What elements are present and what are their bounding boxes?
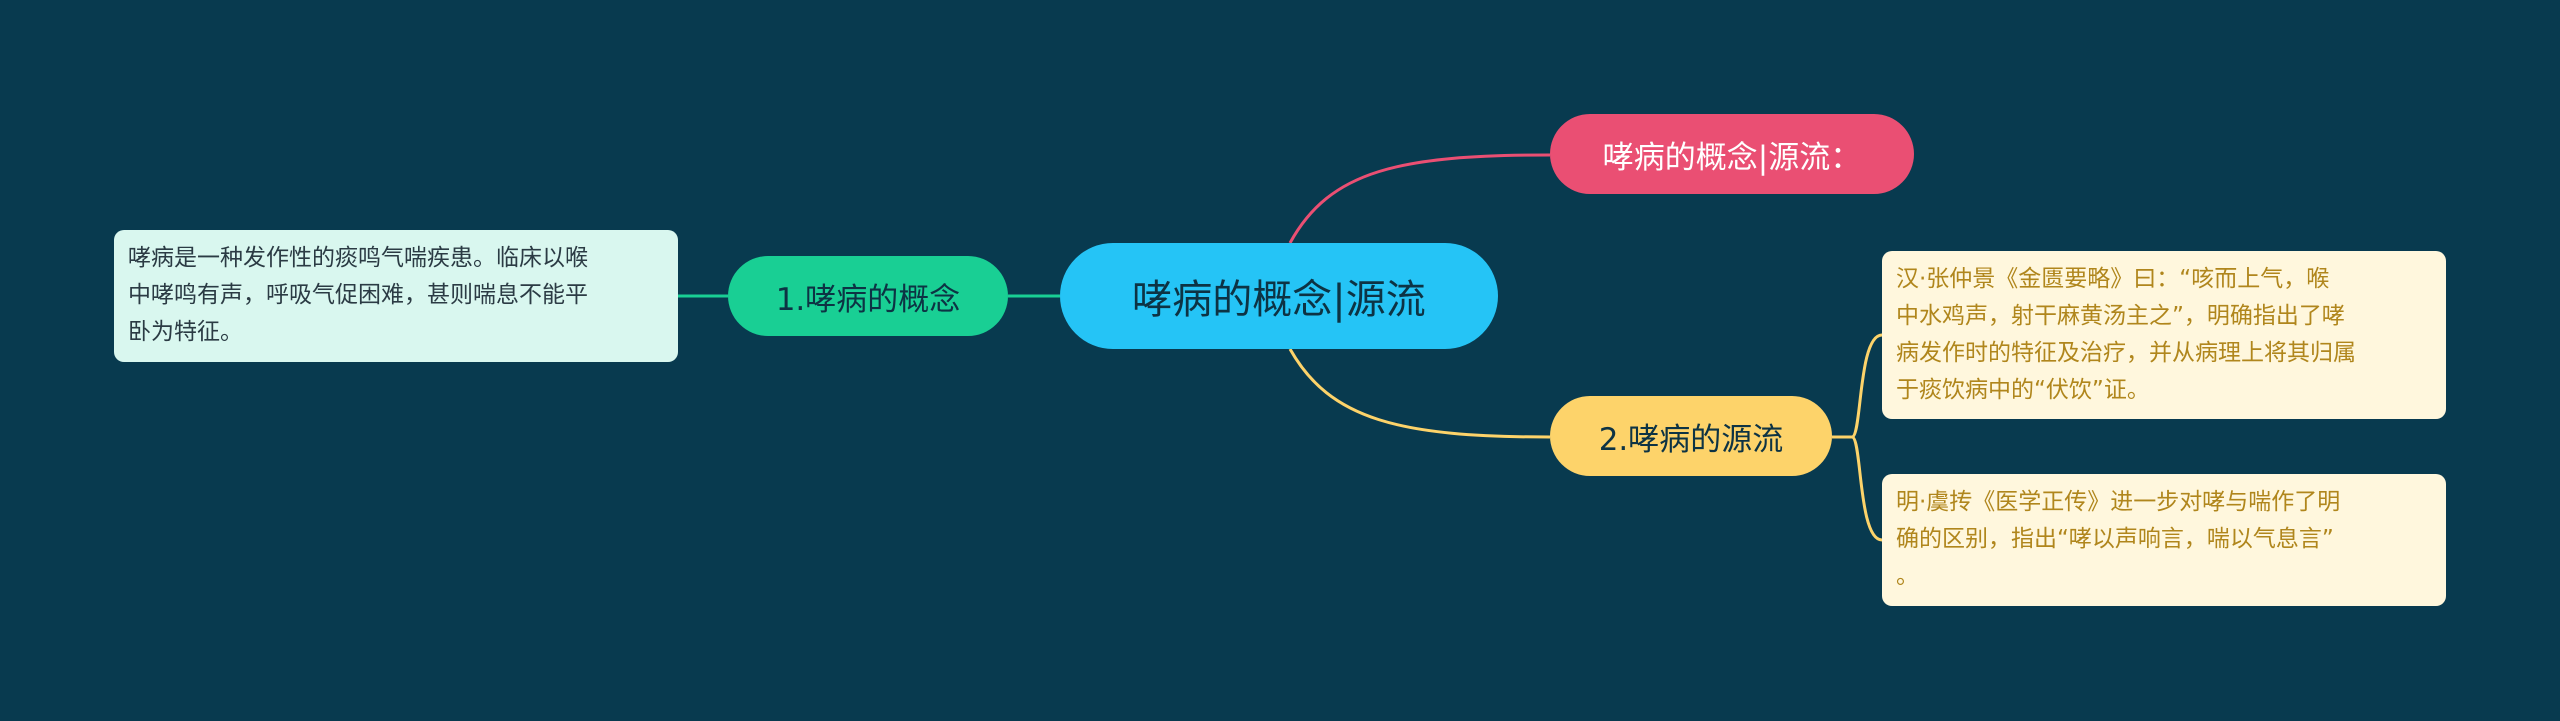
detail-concept-definition[interactable]: 哮病是一种发作性的痰鸣气喘疾患。临床以喉 中哮鸣有声，呼吸气促困难，甚则喘息不能… <box>114 230 678 362</box>
detail-line: 汉·张仲景《金匮要略》曰：“咳而上气，喉 <box>1896 266 2330 292</box>
detail-line: 确的区别，指出“哮以声响言，喘以气息言” <box>1896 526 2334 552</box>
topic-concept-source-title[interactable]: 哮病的概念|源流： <box>1550 114 1914 194</box>
connector-root-to-title <box>1288 153 1551 244</box>
detail-line: 。 <box>1896 563 1919 589</box>
detail-line: 中哮鸣有声，呼吸气促困难，甚则喘息不能平 <box>128 282 588 308</box>
root-topic[interactable]: 哮病的概念|源流 <box>1060 243 1498 349</box>
connector-source-to-details <box>1832 333 1883 542</box>
topic-asthma-concept[interactable]: 1.哮病的概念 <box>728 256 1008 336</box>
detail-line: 哮病是一种发作性的痰鸣气喘疾患。临床以喉 <box>128 245 588 271</box>
detail-line: 明·虞抟《医学正传》进一步对哮与喘作了明 <box>1896 489 2341 515</box>
detail-line: 卧为特征。 <box>128 319 243 345</box>
topic-label: 2.哮病的源流 <box>1598 421 1784 458</box>
topic-label: 哮病的概念|源流： <box>1602 139 1862 176</box>
topic-asthma-source[interactable]: 2.哮病的源流 <box>1550 396 1832 476</box>
detail-han-zhang-zhongjing[interactable]: 汉·张仲景《金匮要略》曰：“咳而上气，喉 中水鸡声，射干麻黄汤主之”，明确指出了… <box>1882 251 2446 419</box>
topic-label: 1.哮病的概念 <box>775 281 961 318</box>
detail-ming-yu-tuan[interactable]: 明·虞抟《医学正传》进一步对哮与喘作了明 确的区别，指出“哮以声响言，喘以气息言… <box>1882 474 2446 606</box>
connector-root-to-source <box>1288 348 1551 439</box>
detail-line: 于痰饮病中的“伏饮”证。 <box>1896 377 2150 403</box>
root-topic-label: 哮病的概念|源流 <box>1132 277 1426 323</box>
detail-line: 中水鸡声，射干麻黄汤主之”，明确指出了哮 <box>1896 303 2345 329</box>
detail-line: 病发作时的特征及治疗，并从病理上将其归属 <box>1896 340 2356 366</box>
